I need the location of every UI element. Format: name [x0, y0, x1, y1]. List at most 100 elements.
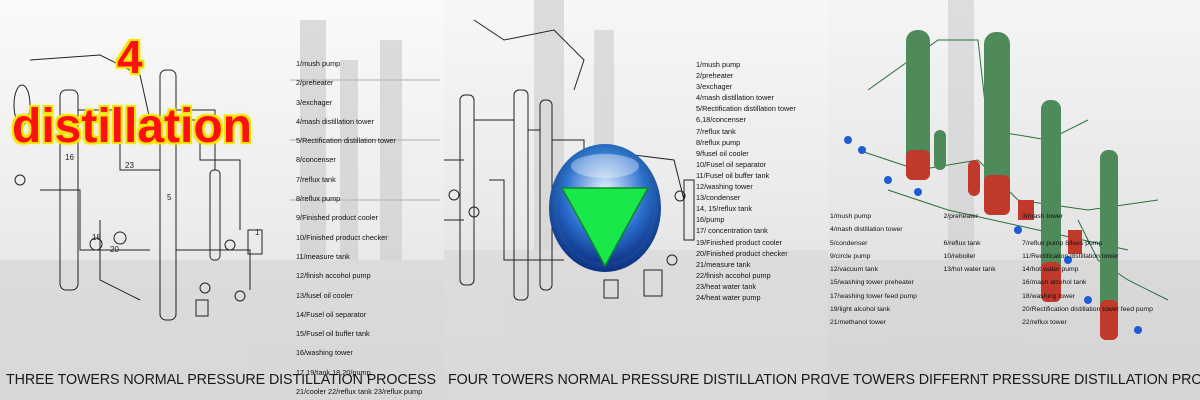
tower-2 [984, 32, 1010, 215]
legend-item: 13/hot water tank [943, 266, 996, 274]
legend-item: 1/mush pump [296, 59, 341, 68]
legend-item: 7/reflux pump 8/lees pump [1022, 239, 1103, 247]
legend-item: 4/mash distillation tower [296, 116, 374, 126]
legend-item: 10/Fusel oil separator [696, 159, 767, 169]
legend-item: 6,18/concenser [696, 115, 746, 125]
legend-item: 16/washing tower [296, 348, 353, 358]
legend-item: 23/heat water tank [696, 281, 757, 291]
panel-five-towers: 1/mush pump 2/preheater 3/mash tower 4/mash… [828, 0, 1200, 400]
play-triangle-icon [549, 144, 661, 272]
legend-item: 21/cooler 22/reflux tank 23/reflux pump [296, 387, 423, 397]
three-towers-schematic: 16 23 5 18 20 1 [13, 54, 263, 321]
legend-item: 8/reflux pump [696, 137, 741, 147]
legend-item: 21/methanol tower [830, 319, 886, 327]
caption-four-towers: FOUR TOWERS NORMAL PRESSURE DISTILLATION… [448, 372, 828, 388]
legend-five-towers: 1/mush pump 2/preheater 3/mash tower 4/mash… [830, 213, 1200, 334]
legend-item: 11/Rectification distillation tower [1022, 252, 1119, 260]
legend-item: 12/finish accohol pump [296, 271, 371, 281]
panel-three-towers: 16 23 5 18 20 1 4 distillation 1/mush pump 2… [0, 0, 444, 400]
legend-item [1179, 280, 1200, 293]
legend-item: 22/finish accohol pump [696, 270, 771, 280]
legend-item: 20/Finished product checker [696, 248, 788, 258]
legend-item: 14/hot water pump [1022, 266, 1079, 274]
legend-item: 5/Rectification distillation tower [696, 104, 796, 114]
legend-item: 13/condenser [696, 193, 741, 203]
svg-text:23: 23 [125, 161, 134, 170]
legend-item: 17,19/tank 18,20/pump [296, 367, 371, 377]
legend-item: 18/washing tower [1022, 292, 1076, 300]
legend-item [943, 307, 1016, 320]
headline-number: 4 [117, 31, 143, 83]
legend-item: 19/Finished product cooler [696, 237, 782, 247]
legend-item: 11/Fusel oil buffer tank [696, 170, 770, 180]
legend-item: 16/pump [696, 215, 725, 225]
legend-item [1179, 241, 1200, 254]
legend-item: 7/reflux tank [296, 174, 336, 184]
legend-item: 9/Finished product cooler [296, 213, 378, 223]
caption-three-towers: THREE TOWERS NORMAL PRESSURE DISTILLATIO… [6, 372, 436, 388]
legend-item [1179, 320, 1200, 333]
legend-item [1179, 227, 1200, 240]
legend-item: 10/reboiler [943, 252, 976, 260]
legend-item [943, 320, 1016, 333]
legend-item: 1/mush pump [830, 213, 872, 220]
legend-item [1179, 307, 1200, 320]
legend-item: 10/Finished product checker [296, 232, 388, 242]
legend-item: 20/Rectification distillation tower feed… [1022, 306, 1153, 314]
factory-background [444, 0, 828, 400]
legend-item: 11/measure tank [296, 251, 350, 261]
legend-item: 15/Fusel oil buffer tank [296, 329, 370, 339]
legend-item: 2/preheater [943, 213, 979, 220]
legend-item: 3/exchager [296, 97, 333, 107]
caption-five-towers: FIVE TOWERS DIFFERNT PRESSURE DISTILLATI… [828, 372, 1200, 388]
legend-item: 12/vacuum tank [830, 266, 878, 274]
legend-item: 24/heat water pump [696, 292, 761, 302]
legend-item: 22/reflux tower [1022, 319, 1067, 327]
legend-item: 8/concenser [296, 155, 336, 165]
legend-item [943, 294, 1016, 307]
legend-item: 6/reflux tank [943, 239, 981, 247]
legend-item: 5/Rectification distillation tower [296, 136, 396, 146]
tower-1 [906, 30, 930, 180]
legend-item: 17/washing tower feed pump [830, 292, 917, 300]
tower-4 [1100, 150, 1118, 340]
svg-text:18: 18 [92, 233, 101, 242]
headline-word: distillation [12, 100, 252, 153]
tower-3 [1041, 100, 1061, 302]
legend-item: 3/mash tower [1022, 213, 1063, 220]
legend-item: 4/mash distillation tower [830, 226, 903, 234]
legend-item: 12/washing tower [696, 182, 753, 192]
legend-item: 8/reflux pump [296, 194, 341, 204]
legend-item [943, 280, 1016, 293]
legend-item: 13/fusel oil cooler [296, 290, 353, 300]
legend-item [1179, 214, 1200, 227]
legend-item: 1/mush pump [696, 60, 741, 69]
legend-item: 2/preheater [296, 78, 334, 88]
legend-item: 14/Fusel oil separator [296, 309, 367, 319]
legend-item: 2/preheater [696, 71, 734, 81]
legend-item [1179, 254, 1200, 267]
svg-text:5: 5 [167, 193, 172, 202]
factory-background [0, 20, 444, 400]
legend-item [1179, 267, 1200, 280]
legend-item: 19/light alcohol tank [830, 306, 891, 314]
legend-item [943, 227, 1016, 240]
legend-item [1179, 294, 1200, 307]
legend-item: 15/washing tower preheater [830, 279, 914, 287]
legend-item: 4/mash distillation tower [696, 93, 774, 103]
svg-text:1: 1 [255, 228, 260, 237]
legend-item: 16/mash alcohol tank [1022, 279, 1087, 287]
legend-item: 5/condenser [830, 239, 868, 247]
play-button[interactable] [548, 142, 662, 274]
legend-item: 3/exchager [696, 82, 733, 92]
legend-three-towers: 1/mush pump 2/preheater 3/exchager 4/mash d… [296, 60, 444, 400]
svg-text:20: 20 [110, 245, 119, 254]
legend-item: 7/reflux tank [696, 126, 736, 136]
legend-item: 9/fusel oil cooler [696, 148, 749, 158]
legend-item [1022, 227, 1173, 240]
legend-item: 21/measure tank [696, 259, 751, 269]
svg-text:16: 16 [65, 153, 74, 162]
